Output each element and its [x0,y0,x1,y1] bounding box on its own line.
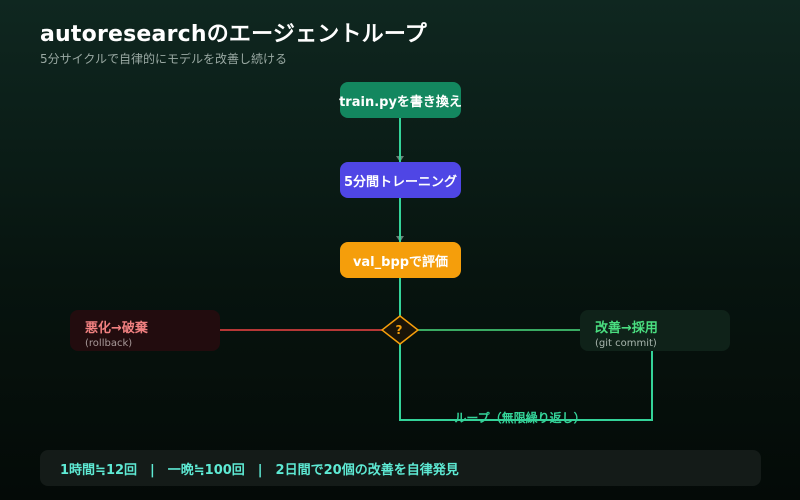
outcome-better-label: 改善→採用 [595,321,658,336]
outcome-better-sublabel: (git commit) [595,338,657,349]
decision-diamond [380,315,420,345]
diagram-subtitle: 5分サイクルで自律的にモデルを改善し続ける [40,52,288,66]
outcome-worse-label: 悪化→破棄 [85,321,148,336]
decision-label: ? [395,323,403,337]
step-training[interactable]: 5分間トレーニング [340,162,461,198]
diagram-title: autoresearchのエージェントループ [40,22,427,47]
outcome-better[interactable]: 改善→採用 (git commit) [580,310,730,351]
loop-label: ループ（無限繰り返し） [454,411,586,425]
step-evaluate[interactable]: val_bppで評価 [340,242,461,278]
outcome-worse[interactable]: 悪化→破棄 (rollback) [70,310,220,351]
step-rewrite-train[interactable]: train.pyを書き換え [339,82,462,118]
outcome-worse-sublabel: (rollback) [85,338,133,349]
footer-summary: 1時間≒12回 | 一晩≒100回 | 2日間で20個の改善を自律発見 [40,450,761,486]
